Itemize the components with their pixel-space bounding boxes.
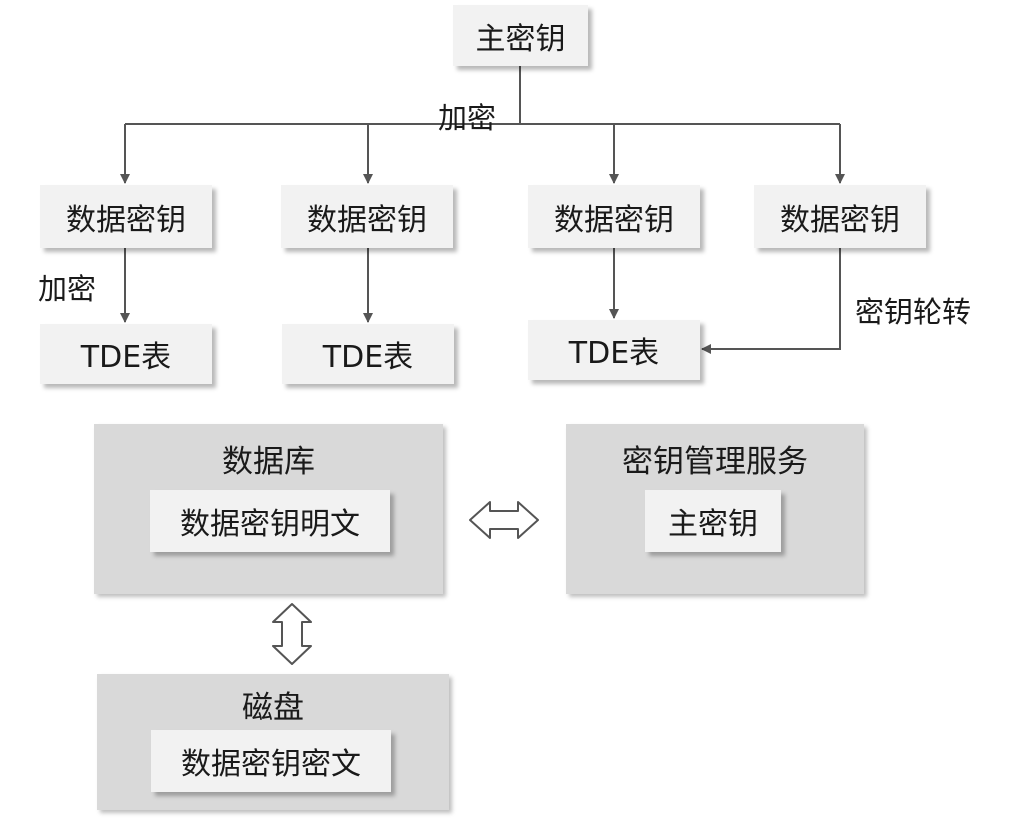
kms-master-key-box: 主密钥 (645, 490, 781, 552)
tde-table-label-2: TDE表 (322, 340, 414, 375)
plaintext-data-key-label: 数据密钥明文 (180, 507, 360, 542)
data-key-label-3: 数据密钥 (554, 202, 674, 238)
master-key-box: 主密钥 (453, 5, 588, 66)
encrypt-label-left: 加密 (38, 272, 97, 306)
tde-table-label-1: TDE表 (80, 340, 172, 375)
data-key-box-1: 数据密钥 (40, 185, 212, 248)
tde-table-label-3: TDE表 (568, 336, 660, 371)
plaintext-data-key-box: 数据密钥明文 (150, 490, 390, 552)
disk-panel: 磁盘 数据密钥密文 (97, 674, 449, 810)
data-key-label-1: 数据密钥 (66, 202, 186, 238)
rotation-arrow (701, 248, 841, 354)
encrypt-label-top: 加密 (438, 101, 497, 135)
data-key-label-2: 数据密钥 (307, 202, 427, 238)
disk-title: 磁盘 (242, 690, 304, 726)
tde-table-box-3: TDE表 (528, 320, 700, 380)
ciphertext-data-key-box: 数据密钥密文 (151, 730, 391, 792)
kms-title: 密钥管理服务 (622, 444, 808, 480)
tde-table-box-2: TDE表 (282, 324, 454, 384)
data-key-box-3: 数据密钥 (528, 185, 700, 248)
data-key-box-4: 数据密钥 (754, 185, 926, 248)
kms-master-key-label: 主密钥 (668, 507, 758, 542)
database-title: 数据库 (222, 444, 315, 480)
key-rotation-label: 密钥轮转 (855, 295, 972, 329)
kms-panel: 密钥管理服务 主密钥 (566, 424, 864, 594)
ciphertext-data-key-label: 数据密钥密文 (181, 747, 361, 782)
double-arrow-horizontal (469, 501, 539, 539)
data-key-box-2: 数据密钥 (281, 185, 453, 248)
master-key-label: 主密钥 (475, 21, 566, 57)
double-arrow-vertical (272, 603, 312, 665)
tde-table-box-1: TDE表 (40, 324, 212, 384)
data-key-label-4: 数据密钥 (780, 202, 900, 238)
database-panel: 数据库 数据密钥明文 (94, 424, 443, 594)
